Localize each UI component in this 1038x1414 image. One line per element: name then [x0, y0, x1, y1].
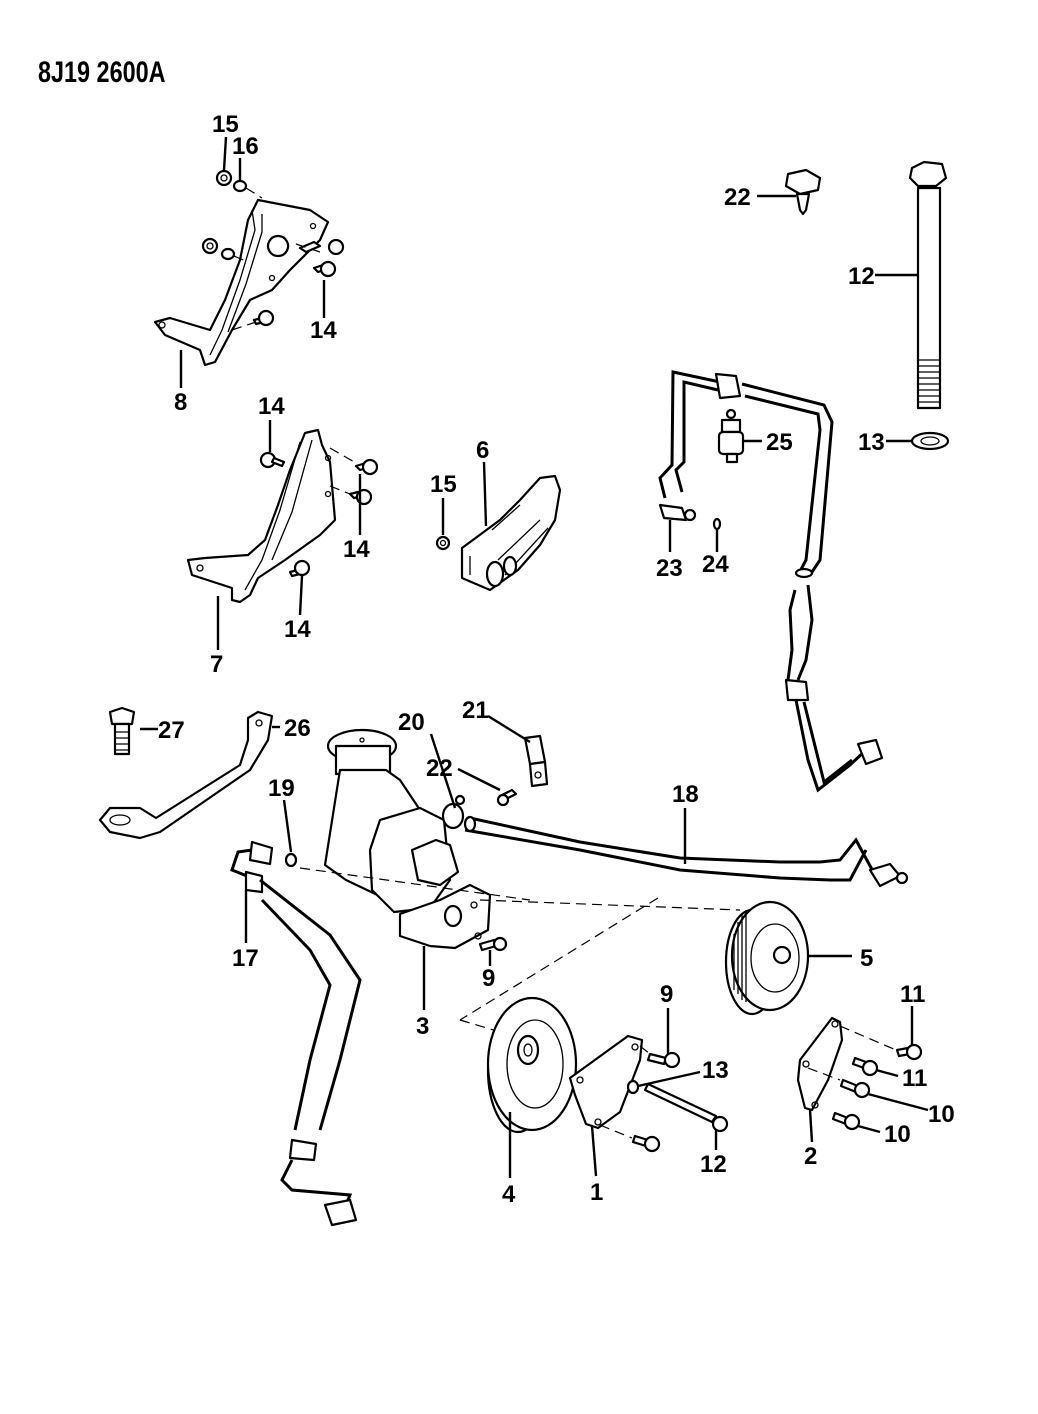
part-1-bracket[interactable]: [568, 1034, 644, 1130]
callout-13: 13: [858, 429, 885, 456]
callout-2: 2: [804, 1143, 817, 1170]
part-13-washer-low[interactable]: [626, 1079, 640, 1095]
part-22-screw-mid[interactable]: [496, 788, 518, 807]
callout-15: 15: [430, 471, 457, 498]
part-15-nut[interactable]: [215, 169, 233, 187]
part-9-bolt-mid[interactable]: [478, 936, 508, 952]
part-24-oring[interactable]: [712, 517, 722, 531]
callout-6: 6: [476, 437, 489, 464]
part-3-bracket[interactable]: [398, 883, 492, 950]
part-17-pressure-hose[interactable]: [230, 840, 362, 1227]
nut-washer-pair: [201, 237, 249, 263]
callout-7: 7: [210, 651, 223, 678]
part-6-mount[interactable]: [460, 474, 562, 592]
part-10-bolts[interactable]: [807, 1067, 871, 1131]
callout-12: 12: [848, 263, 875, 290]
part-19-washer[interactable]: [284, 852, 298, 868]
part-16-washer[interactable]: [232, 179, 248, 193]
part-4-pulley[interactable]: [486, 996, 578, 1134]
callout-14: 14: [310, 317, 337, 344]
callout-13: 13: [702, 1057, 729, 1084]
callout-22: 22: [724, 184, 751, 211]
bolt-low-unlabeled: [599, 1124, 661, 1153]
callout-4: 4: [502, 1181, 516, 1208]
callout-1: 1: [590, 1179, 603, 1206]
callout-9: 9: [482, 965, 495, 992]
callout-21: 21: [462, 697, 489, 724]
callout-3: 3: [416, 1013, 429, 1040]
callout-18: 18: [672, 781, 699, 808]
callout-11: 11: [900, 981, 925, 1008]
callout-11: 11: [902, 1065, 927, 1092]
part-5-pulley[interactable]: [724, 900, 810, 1016]
callout-10: 10: [928, 1101, 955, 1128]
alignment-lines: [299, 867, 741, 1033]
leader-lines: [140, 136, 929, 1178]
callout-14: 14: [284, 616, 311, 643]
part-2-bracket[interactable]: [796, 1016, 844, 1112]
callout-22: 22: [426, 755, 453, 782]
part-26-brace[interactable]: [98, 710, 274, 840]
part-22-screw-top[interactable]: [784, 168, 822, 216]
callout-14: 14: [343, 536, 370, 563]
part-21-clip[interactable]: [523, 734, 549, 788]
callout-25: 25: [766, 429, 793, 456]
drawing-number: 8J19 2600A: [38, 56, 166, 89]
callout-8: 8: [174, 389, 187, 416]
part-27-bolt[interactable]: [108, 706, 136, 756]
part-14-bolts-upper[interactable]: [231, 238, 345, 331]
part-15-nut-lower[interactable]: [435, 535, 451, 551]
callout-9: 9: [660, 981, 673, 1008]
callout-14: 14: [258, 393, 285, 420]
callout-17: 17: [232, 945, 259, 972]
part-8-bracket[interactable]: [153, 198, 330, 367]
callout-15: 15: [212, 111, 239, 138]
callout-10: 10: [884, 1121, 911, 1148]
callout-24: 24: [702, 551, 729, 578]
callout-20: 20: [398, 709, 425, 736]
part-14-bolts-lower[interactable]: [259, 447, 379, 578]
part-13-washer-top[interactable]: [910, 431, 950, 451]
callout-12: 12: [700, 1151, 727, 1178]
callout-16: 16: [232, 133, 259, 160]
part-25-switch[interactable]: [717, 408, 745, 464]
callout-labels: 15 16 14 8 14 14 14 7 15 6 22 12 13 25 2…: [158, 111, 955, 1208]
part-12-long-bolt[interactable]: [908, 160, 948, 410]
part-7-bracket[interactable]: [186, 428, 337, 604]
part-12-bolt-low[interactable]: [643, 1082, 729, 1133]
power-steering-pump[interactable]: [323, 728, 460, 914]
callout-5: 5: [860, 945, 873, 972]
part-9-bolt-low[interactable]: [639, 1045, 681, 1069]
part-11-bolts[interactable]: [839, 1025, 923, 1077]
callout-19: 19: [268, 775, 295, 802]
callout-23: 23: [656, 555, 683, 582]
callout-26: 26: [284, 715, 311, 742]
pressure-line-upper[interactable]: [658, 370, 884, 793]
part-18-return-hose[interactable]: [463, 815, 909, 888]
callout-27: 27: [158, 717, 185, 744]
part-23-fitting[interactable]: [658, 503, 697, 522]
